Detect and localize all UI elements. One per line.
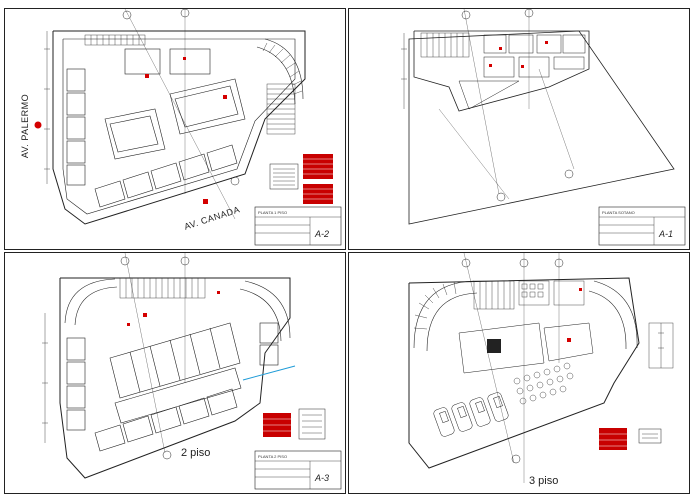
title-block-code: A-3 xyxy=(315,473,330,483)
second-floor-plan xyxy=(42,253,342,490)
title-block-code: A-2 xyxy=(315,229,330,239)
first-floor-plan xyxy=(34,9,342,246)
title-block-code: A-1 xyxy=(659,229,674,239)
drawing-sheet-basement: PLANTA SOTANO A-1 xyxy=(348,8,690,250)
title-block-title: PLANTA 2 PISO xyxy=(258,454,288,459)
floor-label-3: 3 piso xyxy=(529,475,559,487)
third-floor-plan xyxy=(408,253,674,483)
drawing-sheet-first-floor: AV. PALERMO AV. CANADA PLANTA 1 PISO A-2 xyxy=(4,8,346,250)
drawing-sheet-third-floor: 3 piso xyxy=(348,252,690,494)
street-label-palermo: AV. PALERMO xyxy=(20,93,31,159)
basement-plan xyxy=(401,9,686,246)
floor-label-2: 2 piso xyxy=(181,447,211,459)
title-block-title: PLANTA 1 PISO xyxy=(258,210,288,215)
title-block-title: PLANTA SOTANO xyxy=(602,210,635,215)
drawing-sheet-second-floor: 2 piso PLANTA 2 PISO A-3 xyxy=(4,252,346,494)
